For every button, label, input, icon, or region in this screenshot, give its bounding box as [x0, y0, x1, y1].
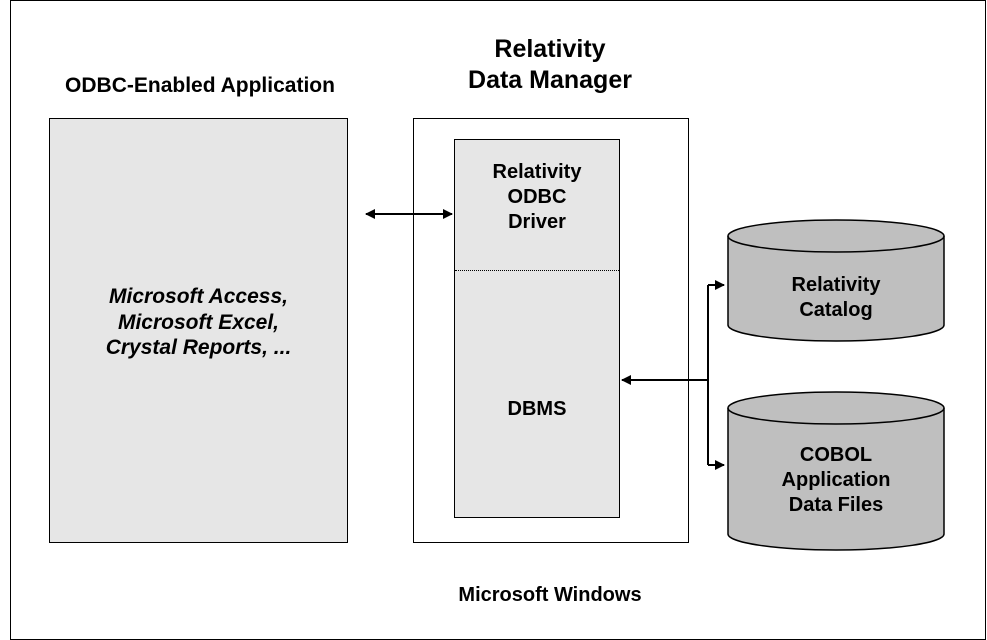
catalog-cylinder	[727, 219, 945, 342]
data-manager-title-line2: Data Manager	[468, 65, 632, 94]
odbc-driver-line2: ODBC	[507, 185, 567, 208]
catalog-line1: Relativity	[791, 274, 881, 296]
driver-dbms-box	[454, 139, 620, 518]
example-excel: Microsoft Excel,	[117, 310, 280, 334]
odbc-driver-label: Relativity ODBC Driver	[454, 160, 620, 234]
data-files-line1: COBOL	[799, 444, 873, 466]
application-title: ODBC-Enabled Application	[65, 74, 335, 97]
application-examples: Microsoft Access, Microsoft Excel, Cryst…	[49, 284, 348, 361]
data-files-line2: Application	[781, 469, 891, 491]
data-manager-title: Relativity Data Manager	[400, 34, 700, 95]
platform-label: Microsoft Windows	[458, 584, 642, 606]
catalog-line2: Catalog	[799, 299, 873, 321]
data-files-cylinder	[727, 391, 945, 551]
catalog-label: Relativity Catalog	[728, 273, 944, 323]
data-files-label: COBOL Application Data Files	[728, 443, 944, 518]
data-manager-title-line1: Relativity	[494, 35, 606, 63]
driver-dbms-divider	[455, 270, 619, 271]
application-box	[49, 118, 348, 543]
dbms-stores-connector	[621, 280, 725, 470]
data-files-line3: Data Files	[788, 494, 884, 516]
odbc-driver-line1: Relativity	[492, 161, 582, 183]
example-access: Microsoft Access,	[109, 285, 288, 308]
dbms-label: DBMS	[507, 398, 567, 420]
odbc-driver-line3: Driver	[508, 210, 566, 233]
example-crystal: Crystal Reports, ...	[105, 336, 292, 360]
